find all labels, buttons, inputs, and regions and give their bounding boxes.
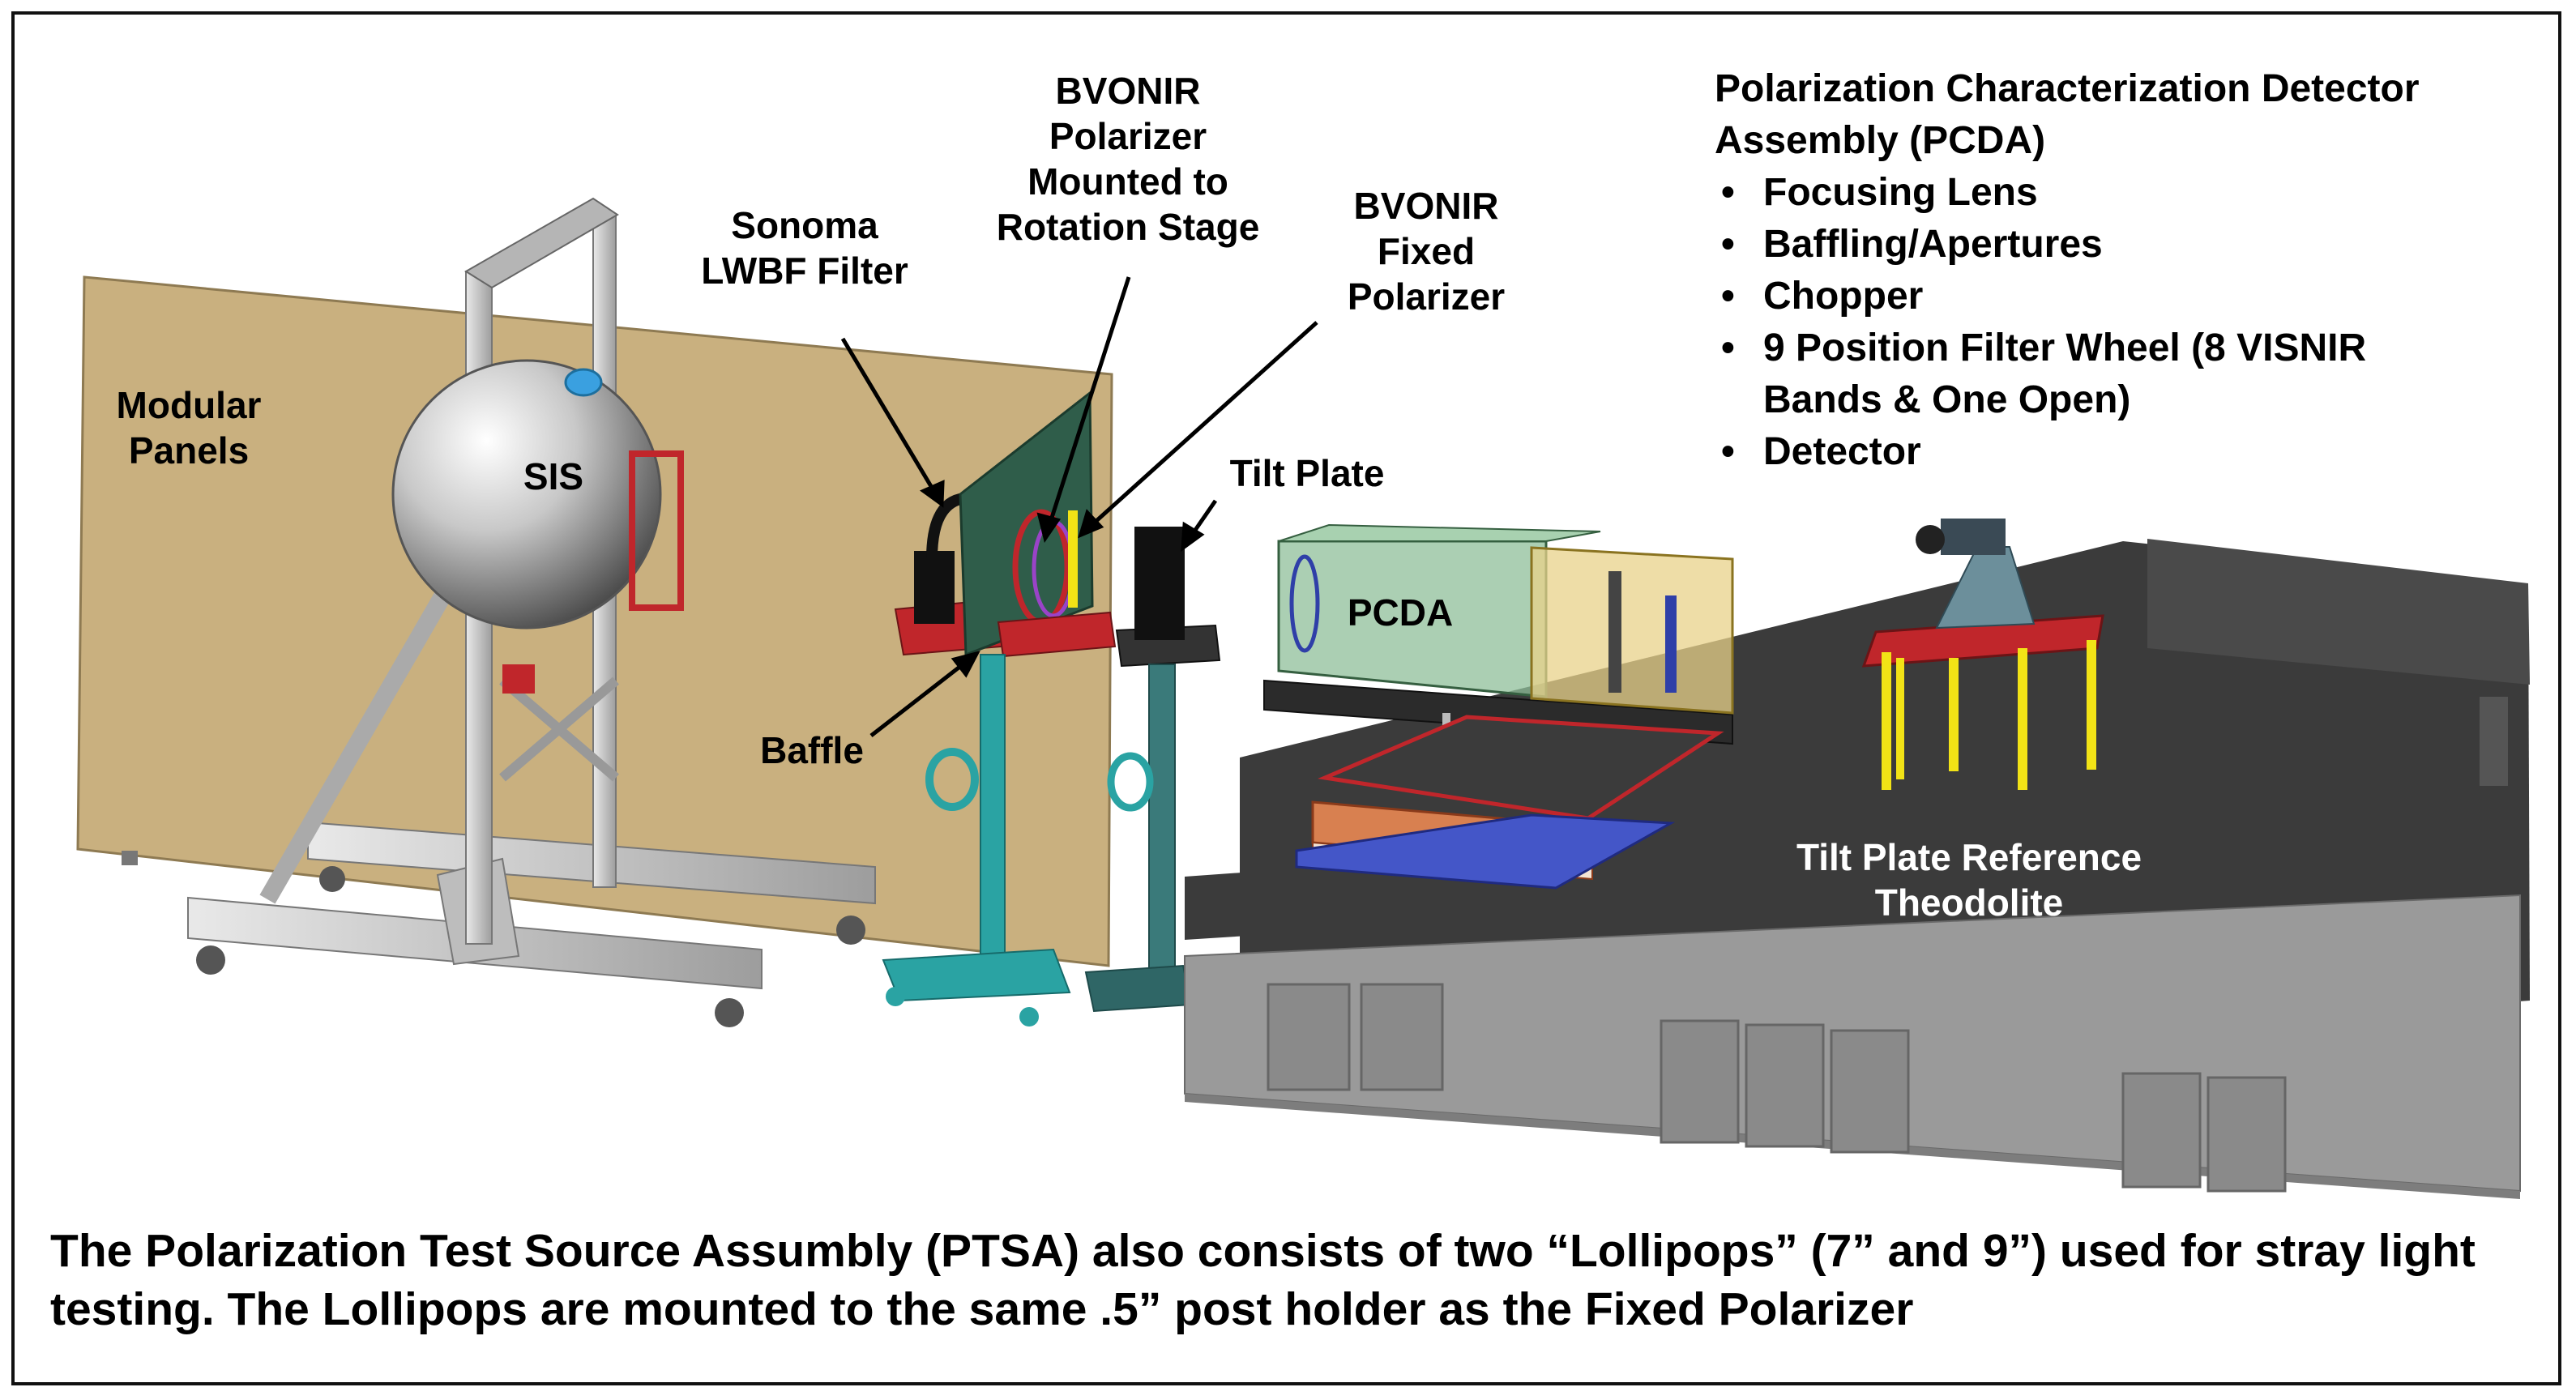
leader-lines: [840, 276, 1318, 737]
pcda-assembly: [1263, 523, 1734, 890]
label-theodolite-text: Tilt Plate Reference Theodolite: [1796, 836, 2142, 924]
label-sis-text: SIS: [523, 455, 584, 497]
pcda-item-chopper: Chopper: [1715, 271, 2557, 322]
label-modular-panels: Modular Panels: [112, 382, 266, 473]
label-bvonir-fixed: BVONIR Fixed Polarizer: [1305, 183, 1548, 319]
pcda-item-baffling: Baffling/Apertures: [1715, 219, 2557, 271]
label-bvonir-polarizer: BVONIR Polarizer Mounted to Rotation Sta…: [966, 68, 1290, 250]
label-tilt-plate-text: Tilt Plate: [1229, 452, 1385, 494]
pcda-title: Polarization Characterization Detector A…: [1715, 67, 2420, 162]
label-pcda: PCDA: [1327, 590, 1473, 635]
pcda-item-list: Focusing Lens Baffling/Apertures Chopper…: [1715, 167, 2557, 478]
label-baffle: Baffle: [739, 728, 885, 773]
label-bvonir-fixed-text: BVONIR Fixed Polarizer: [1347, 185, 1506, 318]
pcda-description: Polarization Characterization Detector A…: [1715, 63, 2557, 478]
tilt-plate-stand: [1084, 527, 1221, 1013]
label-tilt-plate: Tilt Plate: [1206, 450, 1408, 496]
label-sonoma-filter-text: Sonoma LWBF Filter: [701, 204, 908, 292]
figure-caption: The Polarization Test Source Assumbly (P…: [50, 1225, 2476, 1335]
theodolite-assembly: [1861, 519, 2104, 790]
sis-stand: [187, 197, 876, 1027]
pcda-item-filter-wheel: 9 Position Filter Wheel (8 VISNIR Bands …: [1715, 322, 2557, 426]
label-bvonir-polarizer-text: BVONIR Polarizer Mounted to Rotation Sta…: [996, 70, 1260, 249]
label-sis: SIS: [509, 454, 598, 499]
label-baffle-text: Baffle: [760, 729, 864, 771]
label-pcda-text: PCDA: [1347, 591, 1454, 634]
label-sonoma-filter: Sonoma LWBF Filter: [679, 203, 930, 293]
pcda-item-focusing-lens: Focusing Lens: [1715, 167, 2557, 219]
label-modular-panels-text: Modular Panels: [116, 384, 262, 472]
filter-baffle-assembly: [882, 390, 1117, 1027]
label-theodolite: Tilt Plate Reference Theodolite: [1742, 834, 2196, 925]
pcda-item-detector: Detector: [1715, 426, 2557, 478]
